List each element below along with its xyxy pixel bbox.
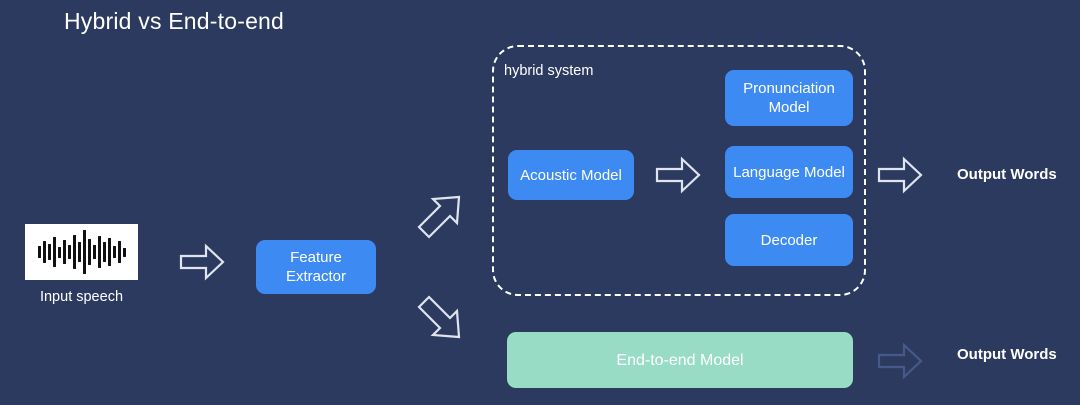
pronunciation-model-node[interactable]: Pronunciation Model	[725, 70, 853, 126]
output-words-hybrid-label: Output Words	[957, 166, 1057, 183]
waveform-bar	[82, 230, 86, 274]
feature-extractor-line2: Extractor	[285, 268, 346, 285]
waveform-bar	[107, 238, 111, 266]
arrow-right-icon	[655, 156, 701, 194]
waveform-bar	[97, 236, 101, 268]
output-words-end-to-end-label: Output Words	[957, 346, 1057, 363]
arrow-right-icon	[877, 156, 923, 194]
waveform-bar	[102, 242, 106, 262]
input-speech-group: Input speech	[25, 224, 138, 305]
waveform-bar	[122, 247, 126, 257]
waveform-bar	[52, 237, 56, 267]
input-speech-label: Input speech	[39, 289, 124, 305]
feature-extractor-line1: Feature	[290, 249, 342, 266]
waveform-bar	[72, 235, 76, 269]
arrow-down-right-icon	[417, 295, 461, 339]
page-title: Hybrid vs End-to-end	[64, 8, 285, 34]
waveform-bar	[87, 239, 91, 265]
hybrid-system-label: hybrid system	[504, 63, 594, 79]
hybrid-system-container	[492, 45, 866, 296]
waveform-bar	[62, 240, 66, 264]
pronunciation-model-line2: Model	[768, 99, 810, 116]
waveform-bar	[42, 241, 46, 263]
feature-extractor-node[interactable]: Feature Extractor	[256, 240, 376, 294]
waveform-bar	[112, 246, 116, 258]
waveform-bar	[57, 246, 61, 258]
waveform-bar	[67, 245, 71, 259]
waveform-bar	[117, 241, 121, 263]
language-model-node[interactable]: Language Model	[725, 146, 853, 198]
waveform-bar	[37, 246, 41, 258]
audio-waveform-icon	[25, 224, 138, 280]
pronunciation-model-line1: Pronunciation	[743, 80, 835, 97]
end-to-end-model-node[interactable]: End-to-end Model	[507, 332, 853, 388]
waveform-bar	[47, 244, 51, 260]
arrow-right-icon	[877, 342, 923, 380]
decoder-node[interactable]: Decoder	[725, 214, 853, 266]
arrow-up-right-icon	[417, 195, 461, 239]
acoustic-model-node[interactable]: Acoustic Model	[508, 150, 634, 200]
waveform-bar	[92, 245, 96, 259]
waveform-bar	[77, 242, 81, 262]
arrow-right-icon	[179, 243, 225, 281]
